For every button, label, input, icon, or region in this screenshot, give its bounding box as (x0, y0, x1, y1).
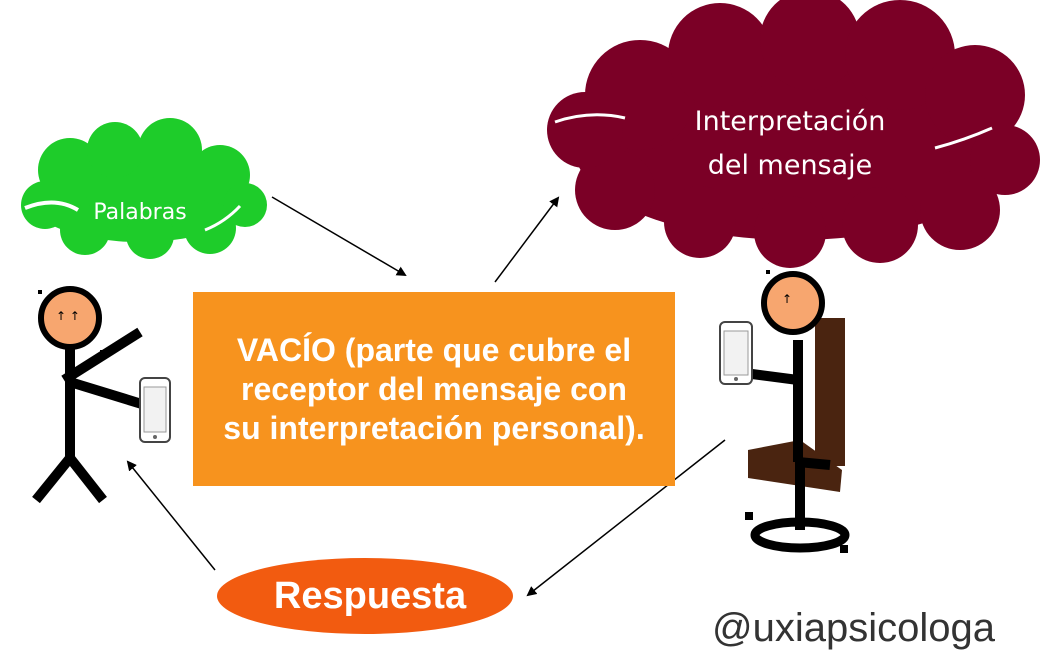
sender-figure: ↑ ↑ (32, 286, 171, 504)
chair-base (750, 517, 850, 553)
interpretacion-label: Interpretación del mensaje (640, 100, 940, 188)
respuesta-label: Respuesta (273, 574, 467, 617)
svg-text:↑: ↑ (782, 292, 792, 306)
communication-diagram: ↑ ↑ ↑ (21, 0, 1040, 634)
chair-back (815, 318, 845, 466)
interpretacion-line-1: Interpretación (694, 106, 886, 137)
vacio-box: VACÍO (parte que cubre el receptor del m… (193, 292, 675, 486)
arrow-receiver-to-respuesta (526, 439, 726, 597)
green-cloud (21, 118, 267, 259)
arrow-palabras-to-vacio (271, 196, 407, 277)
vacio-text: VACÍO (parte que cubre el receptor del m… (223, 331, 645, 446)
sender-phone-icon (139, 377, 171, 443)
receiver-phone-icon (719, 321, 753, 385)
svg-text:↑ ↑: ↑ ↑ (56, 309, 80, 323)
arrow-respuesta-to-sender (126, 460, 216, 571)
respuesta-bubble (217, 558, 513, 634)
receiver-figure: ↑ (719, 270, 850, 553)
arrow-vacio-to-interpretacion (494, 196, 560, 283)
palabras-label: Palabras (93, 200, 187, 225)
watermark-handle: @uxiapsicologa (712, 606, 995, 650)
receiver-head (761, 271, 825, 335)
interpretacion-line-2: del mensaje (707, 150, 873, 181)
maroon-cloud (547, 0, 1040, 268)
